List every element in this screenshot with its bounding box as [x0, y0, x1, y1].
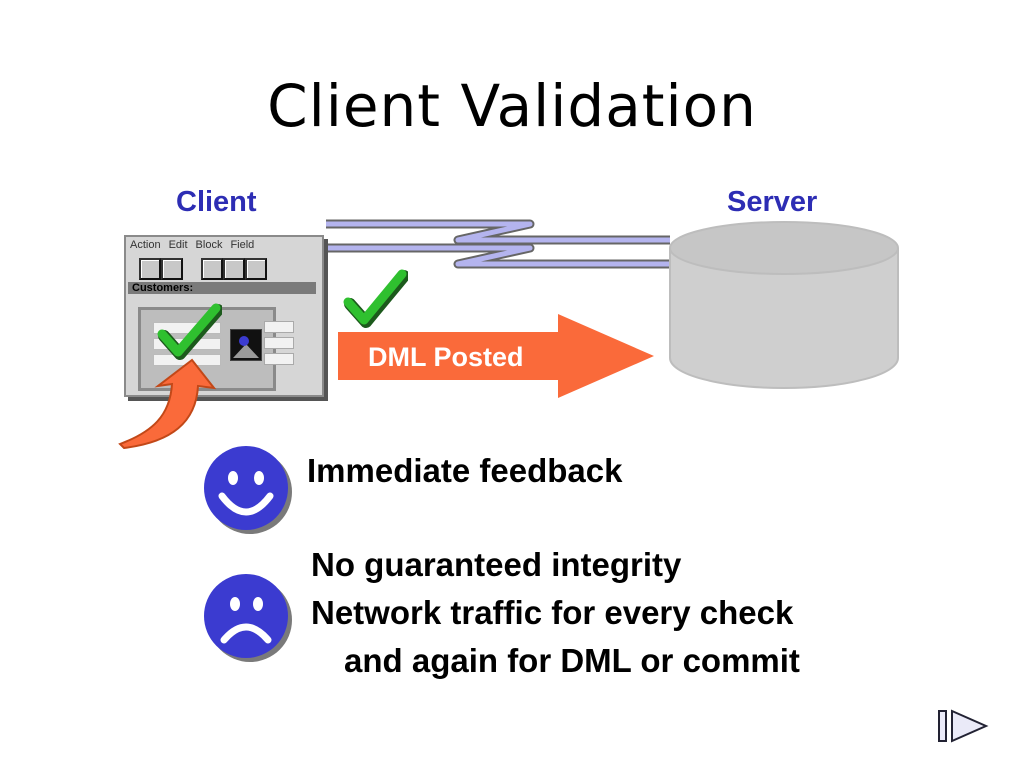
con-item: No guaranteed integrity — [311, 546, 682, 583]
sad-face-icon — [204, 574, 292, 662]
menu-block[interactable]: Block — [195, 239, 223, 251]
client-label: Client — [176, 186, 257, 218]
dml-posted-arrow — [338, 314, 654, 398]
form-field[interactable] — [264, 321, 294, 333]
check-icon — [157, 303, 222, 360]
arrow-label: DML Posted — [368, 342, 524, 372]
form-field[interactable] — [264, 353, 294, 365]
toolbar-button[interactable] — [201, 258, 223, 280]
pro-item: Immediate feedback — [307, 452, 623, 489]
toolbar-button[interactable] — [139, 258, 161, 280]
menu-field[interactable]: Field — [230, 239, 255, 251]
client-form-window: Action Edit Block Field Customers: — [124, 235, 324, 397]
toolbar-button[interactable] — [223, 258, 245, 280]
toolbar-button[interactable] — [161, 258, 183, 280]
server-database-icon — [669, 221, 899, 389]
check-icon — [343, 269, 408, 328]
image-icon — [230, 329, 262, 361]
smiley-face-icon — [204, 446, 292, 534]
con-item: and again for DML or commit — [344, 642, 800, 679]
section-label: Customers: — [132, 282, 194, 294]
section-bar — [128, 282, 316, 294]
menu-action[interactable]: Action — [130, 239, 161, 251]
con-item: Network traffic for every check — [311, 594, 794, 631]
next-slide-icon[interactable] — [936, 707, 992, 747]
toolbar-button[interactable] — [245, 258, 267, 280]
menu-bar: Action Edit Block Field — [130, 239, 262, 251]
menu-edit[interactable]: Edit — [168, 239, 188, 251]
form-field[interactable] — [264, 337, 294, 349]
curved-arrow-icon — [118, 358, 217, 450]
server-label: Server — [727, 186, 818, 218]
network-link — [326, 219, 670, 269]
slide-title: Client Validation — [267, 72, 757, 140]
